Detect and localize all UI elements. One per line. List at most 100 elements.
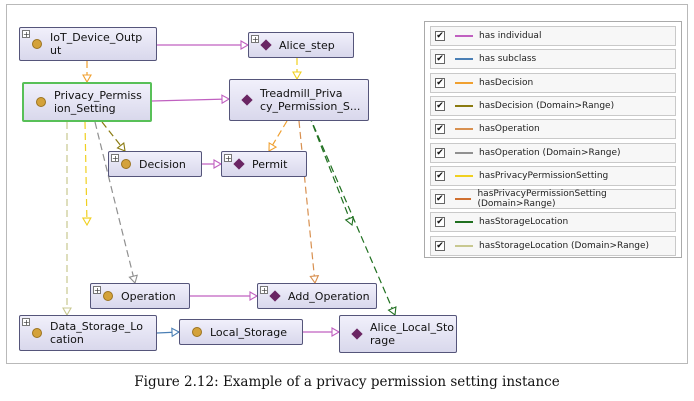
edge-treadmill-permit xyxy=(268,120,288,152)
edge-treadmill-add-operation xyxy=(298,120,320,285)
legend-swatch xyxy=(455,244,473,247)
legend-label: hasDecision xyxy=(479,77,534,88)
edges-layer xyxy=(62,40,397,338)
class-icon xyxy=(36,97,46,107)
figure-caption: Figure 2.12: Example of a privacy permis… xyxy=(134,374,560,390)
legend-label: hasPrivacyPermissionSetting (Domain>Rang… xyxy=(477,189,607,210)
node-label: Permit xyxy=(252,157,288,171)
expand-icon[interactable]: + xyxy=(260,286,268,295)
node-label: Local_Storage xyxy=(210,325,288,339)
legend-item[interactable]: ✔ hasPrivacyPermissionSetting xyxy=(430,165,676,186)
node-label: Operation xyxy=(121,289,176,303)
edge-individual-decision-permit xyxy=(202,159,223,169)
expand-icon[interactable]: + xyxy=(251,35,259,44)
individual-icon xyxy=(351,328,363,340)
node-alice-local-storage[interactable]: Alice_Local_Sto rage xyxy=(339,315,457,353)
class-icon xyxy=(121,159,131,169)
node-label: Alice_step xyxy=(279,38,335,52)
edge-iot-privacy xyxy=(82,61,92,84)
expand-icon[interactable]: + xyxy=(22,318,30,327)
legend-label: hasStorageLocation (Domain>Range) xyxy=(479,240,650,251)
edge-individual-operation-add xyxy=(190,291,259,301)
node-label: Alice_Local_Sto rage xyxy=(370,321,454,347)
legend-label: hasOperation xyxy=(479,124,540,135)
node-privacy-permission-setting[interactable]: Privacy_Permiss ion_Setting xyxy=(22,82,152,122)
edge-individual-privacy-treadmill xyxy=(151,94,231,105)
legend-checkbox[interactable]: ✔ xyxy=(435,100,445,111)
edge-treadmill-storage-arrow xyxy=(308,114,354,227)
individual-icon xyxy=(233,158,245,170)
legend-swatch xyxy=(455,128,473,131)
node-decision[interactable]: + Decision xyxy=(108,151,202,177)
node-label: Add_Operation xyxy=(288,289,370,303)
class-icon xyxy=(32,39,42,49)
legend-checkbox[interactable]: ✔ xyxy=(435,170,445,181)
diagram-frame: + IoT_Device_Outp ut + Alice_step Privac… xyxy=(6,4,688,364)
node-add-operation[interactable]: + Add_Operation xyxy=(257,283,377,309)
edge-alice-step-treadmill xyxy=(292,58,302,81)
legend-swatch xyxy=(455,58,473,61)
edge-legend: ✔ has individual ✔ has subclass ✔ hasDecision… xyxy=(424,21,682,258)
individual-icon xyxy=(269,290,281,302)
legend-checkbox[interactable]: ✔ xyxy=(435,240,445,251)
node-label: Data_Storage_Lo cation xyxy=(50,320,143,346)
legend-checkbox[interactable]: ✔ xyxy=(435,217,445,228)
legend-item[interactable]: ✔ has individual xyxy=(430,26,676,46)
edge-subclass-data-local xyxy=(156,327,181,338)
edge-privacy-data-storage-dr xyxy=(62,122,72,317)
individual-icon xyxy=(260,39,272,51)
edge-privacy-decision-dr xyxy=(101,121,126,152)
legend-swatch xyxy=(454,198,472,201)
legend-swatch xyxy=(455,35,473,37)
legend-checkbox[interactable]: ✔ xyxy=(435,31,445,41)
legend-checkbox[interactable]: ✔ xyxy=(435,54,445,65)
expand-icon[interactable]: + xyxy=(22,30,30,39)
edge-privacy-operation-dr xyxy=(94,121,138,285)
legend-swatch xyxy=(455,174,473,177)
expand-icon[interactable]: + xyxy=(93,286,101,295)
edge-individual-local-alice-local xyxy=(303,327,341,337)
legend-item[interactable]: ✔ hasPrivacyPermissionSetting (Domain>Ran… xyxy=(430,189,676,210)
expand-icon[interactable]: + xyxy=(224,154,232,163)
legend-swatch xyxy=(455,81,473,84)
legend-label: hasOperation (Domain>Range) xyxy=(479,147,621,158)
class-icon xyxy=(103,291,113,301)
node-permit[interactable]: + Permit xyxy=(221,151,307,177)
legend-item[interactable]: ✔ hasStorageLocation (Domain>Range) xyxy=(430,235,676,256)
node-label: Decision xyxy=(139,157,186,171)
node-label: Treadmill_Priva cy_Permission_S... xyxy=(260,87,361,113)
legend-checkbox[interactable]: ✔ xyxy=(435,124,445,135)
edge-privacy-down-pps xyxy=(81,121,92,227)
node-data-storage-location[interactable]: + Data_Storage_Lo cation xyxy=(19,315,157,351)
legend-checkbox[interactable]: ✔ xyxy=(435,147,445,158)
node-treadmill-privacy-permission[interactable]: Treadmill_Priva cy_Permission_S... xyxy=(229,79,369,121)
class-icon xyxy=(192,327,202,337)
legend-item[interactable]: ✔ has subclass xyxy=(430,49,676,70)
node-operation[interactable]: + Operation xyxy=(90,283,190,309)
legend-label: hasDecision (Domain>Range) xyxy=(479,100,615,111)
node-local-storage[interactable]: Local_Storage xyxy=(179,319,303,345)
edge-treadmill-alice-local-storage xyxy=(308,114,397,317)
class-icon xyxy=(32,328,42,338)
node-label: Privacy_Permiss ion_Setting xyxy=(54,89,142,115)
legend-item[interactable]: ✔ hasStorageLocation xyxy=(430,212,676,233)
node-alice-step[interactable]: + Alice_step xyxy=(248,32,354,58)
individual-icon xyxy=(241,94,253,106)
legend-label: has subclass xyxy=(479,54,537,65)
legend-label: hasPrivacyPermissionSetting xyxy=(479,170,609,181)
edge-individual-iot-alice-step xyxy=(157,40,250,50)
legend-item[interactable]: ✔ hasOperation xyxy=(430,119,676,140)
legend-swatch xyxy=(455,104,473,107)
legend-item[interactable]: ✔ hasDecision xyxy=(430,72,676,93)
legend-item[interactable]: ✔ hasOperation (Domain>Range) xyxy=(430,142,676,163)
expand-icon[interactable]: + xyxy=(111,154,119,163)
legend-label: has individual xyxy=(479,31,542,41)
node-iot-device-output[interactable]: + IoT_Device_Outp ut xyxy=(19,27,157,61)
node-label: IoT_Device_Outp ut xyxy=(50,31,143,57)
legend-label: hasStorageLocation xyxy=(479,217,569,228)
legend-checkbox[interactable]: ✔ xyxy=(435,194,445,205)
legend-checkbox[interactable]: ✔ xyxy=(435,77,445,88)
legend-swatch xyxy=(455,221,473,224)
legend-item[interactable]: ✔ hasDecision (Domain>Range) xyxy=(430,95,676,116)
legend-swatch xyxy=(455,151,473,154)
